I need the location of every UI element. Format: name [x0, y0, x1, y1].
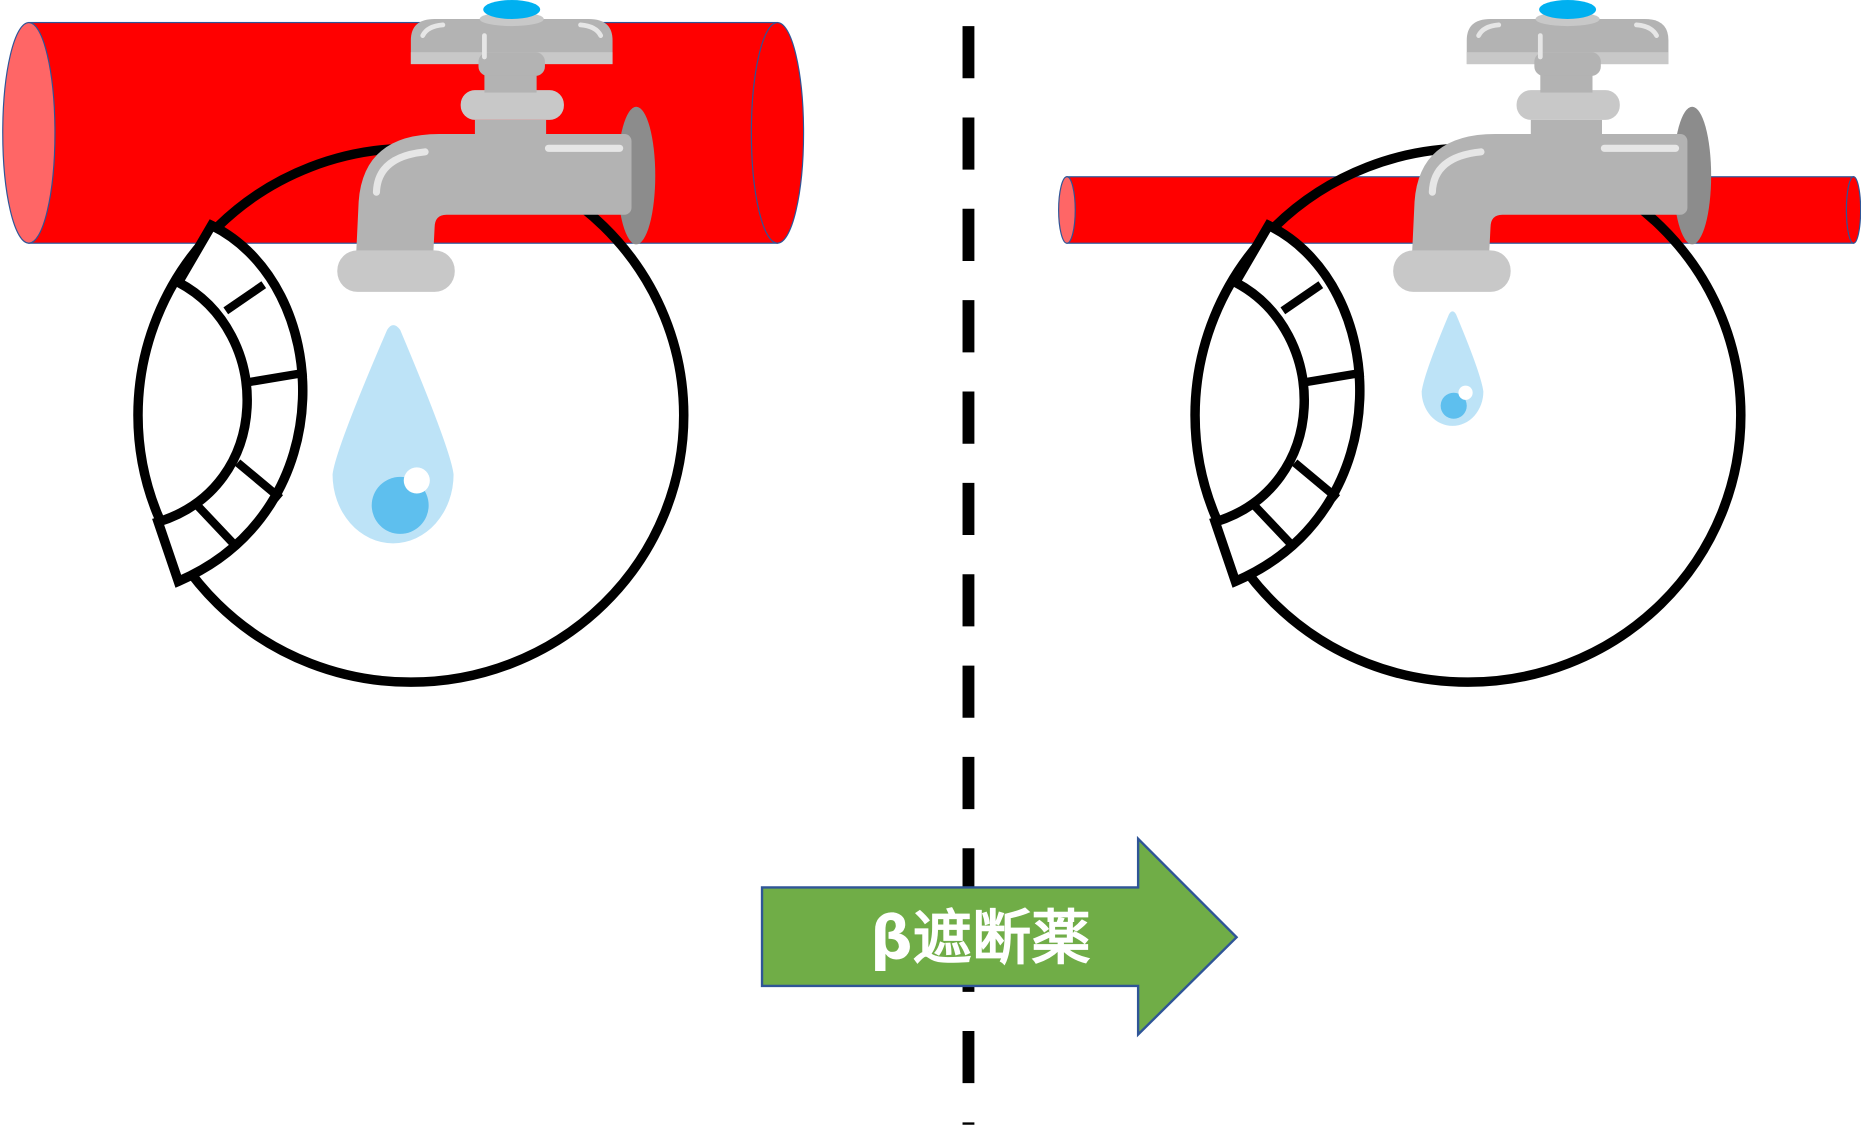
panel-after: [1058, 0, 1861, 687]
beta-receptor: [1215, 225, 1363, 581]
water-drop-large: [332, 325, 454, 544]
water-drop-small: [1421, 311, 1484, 426]
beta-blocker-arrow: β遮断薬: [760, 835, 1239, 1038]
arrow-label: β遮断薬: [870, 904, 1090, 973]
panel-before: [2, 0, 805, 687]
beta-receptor: [158, 225, 306, 581]
